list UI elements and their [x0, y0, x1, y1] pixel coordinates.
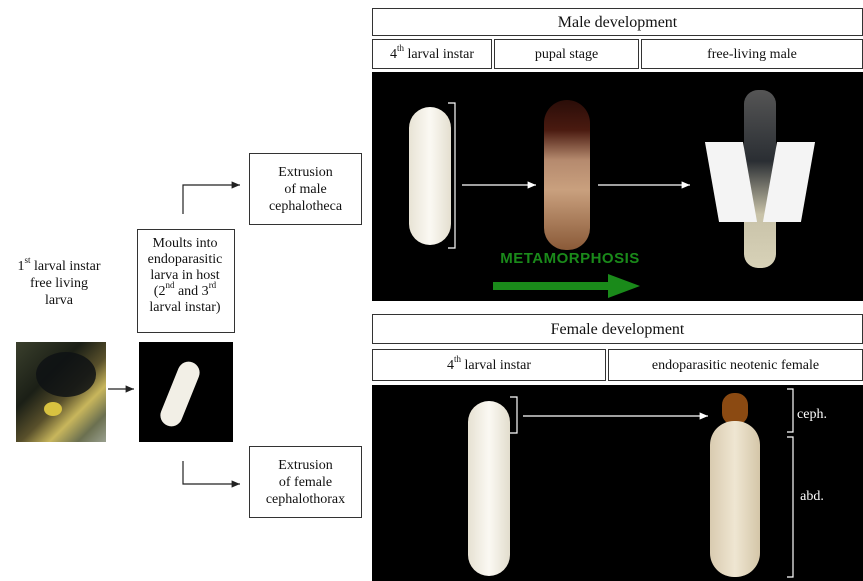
female-ceph-bracket-left [510, 397, 517, 433]
male-larva-bracket [448, 103, 455, 248]
ceph-bracket [787, 389, 793, 432]
abd-bracket [787, 437, 793, 577]
arrow-to-male-extrusion [183, 185, 240, 214]
metamorphosis-arrow-head [608, 274, 640, 298]
arrow-to-female-extrusion [183, 461, 240, 484]
